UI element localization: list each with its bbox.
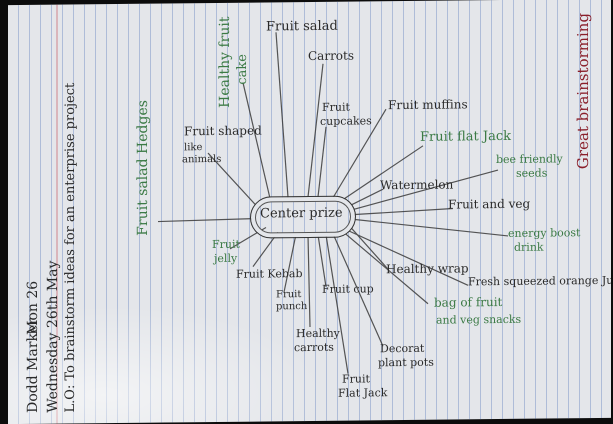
idea-energy-boost-1: energy boost (508, 226, 581, 240)
spoke-bottom-flatjack (325, 234, 349, 374)
spoke-jelly (229, 226, 267, 250)
idea-decorate-pots-1: Decorat (380, 341, 425, 356)
spoke-cupcakes (317, 126, 327, 197)
idea-fruit-salad: Fruit salad (266, 18, 338, 35)
idea-fruit-salad-hedges: Fruit salad Hedges (135, 100, 151, 236)
spoke-decorate (332, 233, 384, 347)
idea-fruit-shaped-2: like (184, 142, 203, 154)
idea-fruit-punch-2: punch (276, 301, 308, 313)
idea-fruit-muffins: Fruit muffins (388, 97, 468, 113)
spoke-kebab (252, 231, 279, 267)
spoke-punch (283, 234, 297, 293)
spoke-shaped (207, 152, 259, 208)
spoke-bee (352, 169, 499, 211)
idea-fruit-cupcakes-1: Fruit (322, 100, 350, 114)
idea-bag-of-fruit-1: bag of fruit (434, 294, 503, 310)
idea-decorate-pots-2: plant pots (378, 355, 434, 370)
idea-bag-of-fruit-2: and veg snacks (436, 312, 522, 327)
idea-healthy-wrap: Healthy wrap (386, 261, 469, 277)
idea-fruit-flat-jack: Fruit flat Jack (420, 128, 512, 145)
idea-healthy-fruit-cake: cake (235, 54, 250, 85)
spoke-fruitcup (317, 234, 327, 287)
idea-watermelon: Watermelon (380, 177, 454, 193)
spoke-hedges (157, 217, 254, 223)
idea-fruit-shaped-3: animals (182, 153, 222, 166)
spoke-watermelon (349, 188, 384, 207)
idea-fresh-oj: Fresh squeezed orange Ju (468, 273, 611, 289)
idea-healthy-carrots-1: Healthy (296, 326, 340, 341)
idea-fruit-and-veg: Fruit and veg (448, 196, 531, 212)
idea-carrots: Carrots (308, 48, 355, 64)
spoke-fruitveg (354, 207, 454, 216)
idea-healthy-carrots-2: carrots (294, 340, 334, 355)
spoke-cake (242, 82, 271, 199)
idea-fruit-jelly-2: jelly (214, 251, 238, 266)
notebook-page: Center prize Dodd Marker Mon 26 Wednesda… (8, 0, 611, 424)
idea-fruit-punch-1: Fruit (276, 289, 302, 301)
idea-bottom-flat-jack-1: Fruit (342, 372, 370, 386)
teacher-comment: Great brainstorming (574, 12, 592, 170)
idea-bee-friendly-2: seeds (516, 166, 548, 180)
spoke-muffins (332, 108, 387, 199)
date-top: Mon 26 (25, 280, 41, 335)
spoke-carrots (307, 63, 324, 198)
spoke-bag (342, 231, 429, 305)
spoke-oj (345, 229, 469, 286)
idea-fruit-shaped-1: Fruit shaped (184, 123, 262, 139)
spoke-flatjack (342, 145, 424, 201)
idea-bee-friendly-1: bee friendly (496, 152, 563, 167)
spoke-wrap (349, 226, 389, 270)
idea-fruit-kebab: Fruit Kebab (236, 267, 303, 281)
idea-fruit-cup: Fruit cup (322, 282, 374, 296)
date-line: Wednesday 26th May (45, 260, 61, 413)
spoke-energy (354, 218, 509, 237)
idea-healthy-fruit: Healthy fruit (217, 16, 233, 108)
idea-fruit-cupcakes-2: cupcakes (320, 114, 372, 128)
spoke-healthy-carrots (307, 234, 311, 328)
idea-fruit-jelly-1: Fruit (212, 237, 240, 252)
spoke-lines (157, 32, 509, 374)
center-label: Center prize (260, 205, 343, 222)
learning-objective: L.O: To brainstorm ideas for an enterpri… (63, 82, 78, 413)
idea-bottom-flat-jack-2: Flat Jack (338, 386, 388, 400)
spoke-fruit-salad (275, 32, 289, 198)
idea-energy-boost-2: drink (514, 240, 544, 254)
